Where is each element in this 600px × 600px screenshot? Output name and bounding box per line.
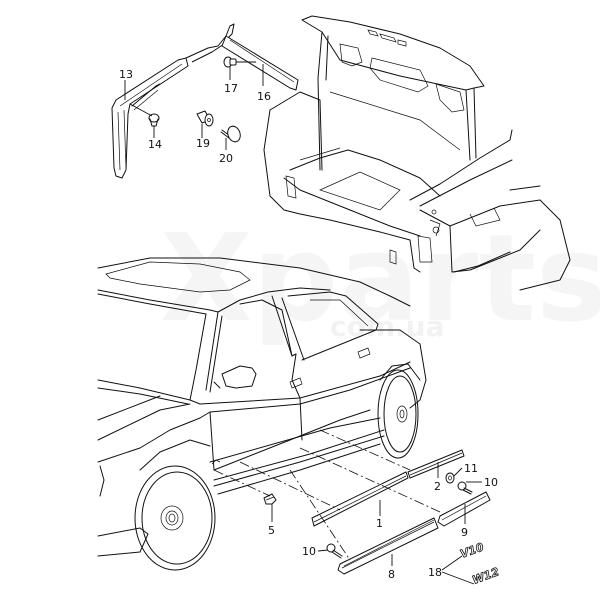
part-18-emblem-w12[interactable]: W12: [470, 565, 502, 588]
callout-14[interactable]: 14: [148, 138, 162, 151]
callout-17[interactable]: 17: [224, 82, 238, 95]
callout-13[interactable]: 13: [119, 68, 133, 81]
part-10-screw-lower[interactable]: [326, 543, 343, 559]
svg-text:V10: V10: [459, 540, 486, 560]
part-20-spreader[interactable]: [220, 124, 242, 143]
callout-8[interactable]: 8: [388, 568, 395, 581]
callout-20[interactable]: 20: [219, 152, 233, 165]
trunk-assembly: [263, 15, 571, 291]
watermark-subtext: com.ua: [330, 310, 444, 343]
part-1-door-strip-front[interactable]: [311, 471, 409, 527]
callout-10-lower[interactable]: 10: [302, 545, 316, 558]
part-10-screw-upper[interactable]: [457, 481, 473, 495]
part-2-door-strip-rear[interactable]: [407, 449, 465, 479]
part-18-emblem-v10[interactable]: V10: [458, 540, 486, 561]
callout-11[interactable]: 11: [464, 462, 478, 475]
callout-18[interactable]: 18: [428, 566, 442, 579]
callout-5[interactable]: 5: [268, 524, 275, 537]
callout-16[interactable]: 16: [257, 90, 271, 103]
part-11-washer[interactable]: [445, 472, 455, 484]
callout-10-upper[interactable]: 10: [484, 476, 498, 489]
part-16-seal-strip[interactable]: [221, 35, 299, 91]
car-body: [97, 257, 427, 571]
part-17-clip[interactable]: [223, 56, 237, 68]
callout-1[interactable]: 1: [376, 517, 383, 530]
callout-2[interactable]: 2: [434, 480, 441, 493]
part-8-sill-strip-front[interactable]: [337, 517, 439, 575]
part-5-end-cap[interactable]: [263, 493, 277, 505]
callout-19[interactable]: 19: [196, 137, 210, 150]
part-9-sill-strip-rear[interactable]: [437, 491, 491, 527]
part-19-rivet[interactable]: [196, 110, 214, 127]
watermark: Xparts: [160, 210, 600, 349]
callout-9[interactable]: 9: [461, 526, 468, 539]
part-14-clip[interactable]: [148, 113, 160, 127]
svg-text:W12: W12: [471, 565, 502, 587]
part-13-trim-panel[interactable]: [111, 23, 235, 179]
